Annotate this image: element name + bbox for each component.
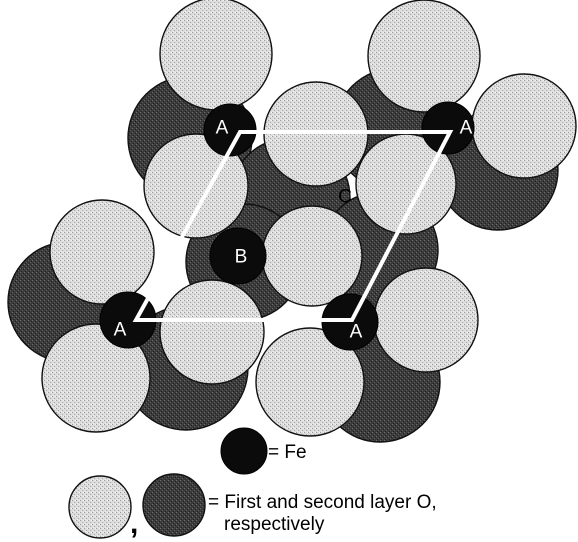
first-layer-oxygen-group [41, 0, 577, 437]
legend-separator: , [130, 507, 138, 540]
legend-fe-text: = Fe [268, 442, 307, 463]
first-layer-oxygen-atom [143, 133, 249, 239]
legend-first-layer-swatch [68, 475, 132, 539]
site-label-c: C [338, 187, 352, 208]
legend: = Fe , = First and second layer O, respe… [68, 427, 437, 540]
fe-atom-b [209, 227, 267, 285]
first-layer-oxygen-atom [367, 0, 481, 113]
legend-oxygen-text-line1: = First and second layer O, [208, 492, 437, 513]
first-layer-oxygen-atom [49, 199, 155, 305]
fe-atom-a [421, 101, 475, 155]
site-label-b: B [235, 247, 248, 268]
legend-oxygen-text-line2: respectively [224, 514, 325, 535]
first-layer-oxygen-atom [255, 327, 365, 437]
first-layer-oxygen-atom [159, 279, 265, 385]
first-layer-oxygen-atom [471, 73, 577, 179]
site-label-a: A [216, 118, 229, 139]
site-label-a: A [114, 320, 127, 341]
first-layer-oxygen-atom [159, 0, 273, 111]
site-label-a: A [460, 118, 473, 139]
unit-cell-outline [132, 130, 454, 322]
first-layer-oxygen-atom [41, 323, 151, 433]
first-layer-oxygen-atom [261, 205, 363, 307]
first-layer-oxygen-atom [373, 267, 479, 373]
legend-fe-swatch [220, 427, 268, 475]
site-label-a: A [350, 322, 363, 343]
legend-second-layer-swatch [142, 473, 206, 537]
